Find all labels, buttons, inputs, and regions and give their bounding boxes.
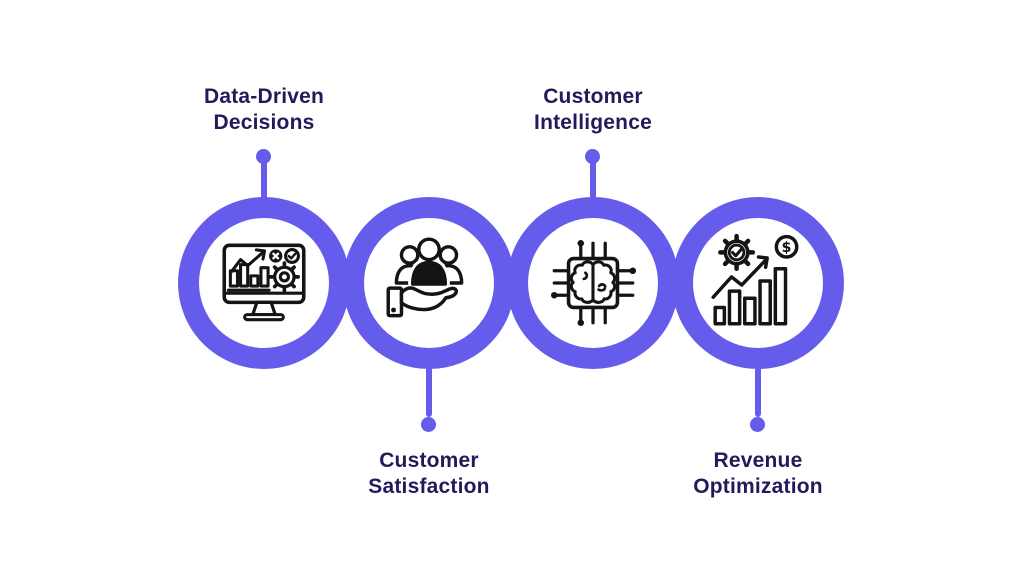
connector-line bbox=[261, 160, 267, 200]
growth-bars bbox=[713, 266, 788, 326]
label-line: Satisfaction bbox=[368, 475, 490, 498]
trend-arrow bbox=[229, 249, 266, 274]
x-circle-icon bbox=[269, 249, 283, 263]
gear-check-icon bbox=[718, 233, 756, 271]
label-revenue-optimization: Revenue Optimization bbox=[618, 448, 898, 500]
growth-chart-gear-dollar-icon: $ bbox=[711, 233, 799, 326]
circle-customer-satisfaction bbox=[343, 197, 515, 369]
connector-dot bbox=[256, 149, 271, 164]
connector-line bbox=[755, 367, 761, 417]
people-in-hand-icon bbox=[386, 237, 464, 318]
label-customer-intelligence: Customer Intelligence bbox=[453, 84, 733, 136]
label-data-driven-decisions: Data-Driven Decisions bbox=[124, 84, 404, 136]
chip-pins bbox=[551, 239, 637, 327]
dollar-coin-icon: $ bbox=[774, 234, 799, 259]
gear-icon bbox=[268, 261, 300, 293]
label-line: Decisions bbox=[213, 111, 315, 134]
connector-line bbox=[426, 367, 432, 417]
check-circle-icon bbox=[284, 248, 300, 264]
circle-revenue-optimization: $ bbox=[672, 197, 844, 369]
label-customer-satisfaction: Customer Satisfaction bbox=[289, 448, 569, 500]
bar-chart bbox=[226, 263, 271, 292]
label-line: Data-Driven bbox=[203, 85, 325, 108]
label-line: Optimization bbox=[693, 475, 823, 498]
brain-chip-icon bbox=[551, 239, 637, 327]
label-line: Customer bbox=[543, 85, 643, 108]
connector-line bbox=[590, 160, 596, 200]
growth-arrow bbox=[711, 255, 769, 300]
circle-customer-intelligence bbox=[507, 197, 679, 369]
label-line: Revenue bbox=[713, 449, 803, 472]
circle-data-driven-decisions bbox=[178, 197, 350, 369]
label-line: Customer bbox=[379, 449, 479, 472]
dollar-sign: $ bbox=[782, 240, 792, 256]
connector-dot bbox=[585, 149, 600, 164]
connector-dot bbox=[750, 417, 765, 432]
brain bbox=[569, 260, 617, 304]
open-hand bbox=[386, 286, 459, 318]
label-line: Intelligence bbox=[534, 111, 652, 134]
connector-dot bbox=[421, 417, 436, 432]
monitor-stand bbox=[251, 300, 277, 317]
monitor-analytics-icon bbox=[222, 243, 306, 322]
people-group bbox=[394, 237, 464, 289]
